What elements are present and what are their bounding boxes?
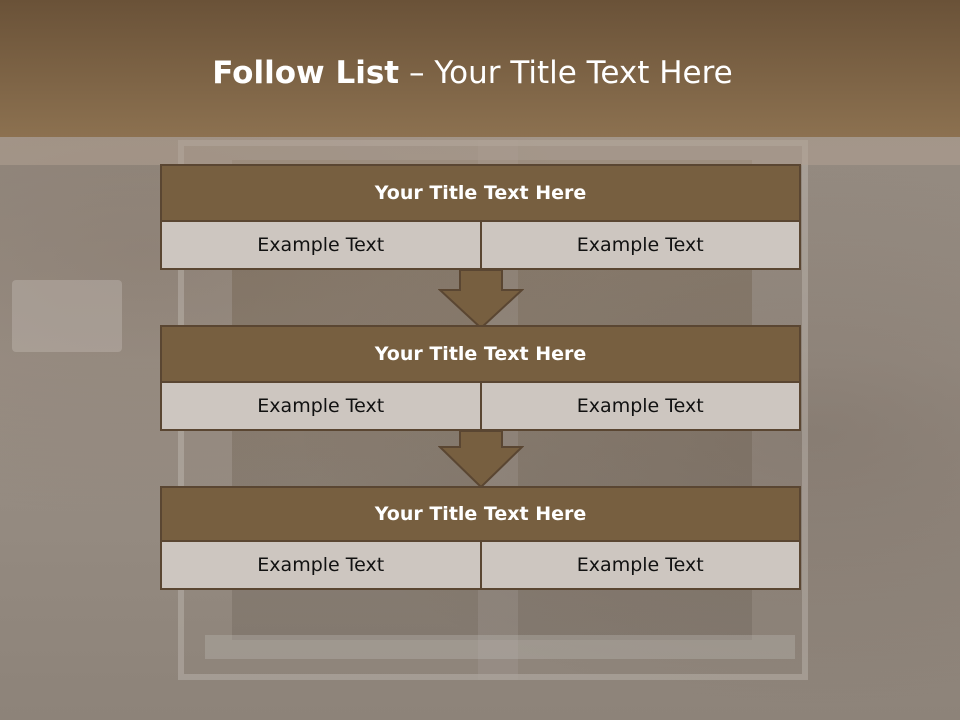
block-cell-left: Example Text	[160, 383, 482, 431]
block-title: Your Title Text Here	[160, 164, 801, 222]
block-cell-right: Example Text	[481, 383, 801, 431]
slide-title: Follow List – Your Title Text Here	[0, 55, 945, 91]
background-window-sill	[205, 635, 795, 659]
slide-title-bold: Follow List	[212, 55, 400, 91]
list-block-3: Your Title Text Here Example Text Exampl…	[160, 486, 801, 590]
block-cell-right: Example Text	[481, 222, 801, 270]
down-arrow-icon	[438, 270, 524, 330]
header-bar: Follow List – Your Title Text Here	[0, 0, 960, 137]
list-block-2: Your Title Text Here Example Text Exampl…	[160, 325, 801, 431]
block-cell-left: Example Text	[160, 222, 482, 270]
block-cell-right: Example Text	[481, 542, 801, 590]
down-arrow-icon	[438, 431, 524, 489]
block-title: Your Title Text Here	[160, 325, 801, 383]
block-row: Example Text Example Text	[160, 542, 801, 590]
background-brick	[12, 280, 122, 352]
block-row: Example Text Example Text	[160, 222, 801, 270]
header-band	[0, 137, 960, 165]
slide-title-rest: – Your Title Text Here	[408, 55, 733, 91]
block-title: Your Title Text Here	[160, 486, 801, 542]
block-row: Example Text Example Text	[160, 383, 801, 431]
block-cell-left: Example Text	[160, 542, 482, 590]
list-block-1: Your Title Text Here Example Text Exampl…	[160, 164, 801, 270]
